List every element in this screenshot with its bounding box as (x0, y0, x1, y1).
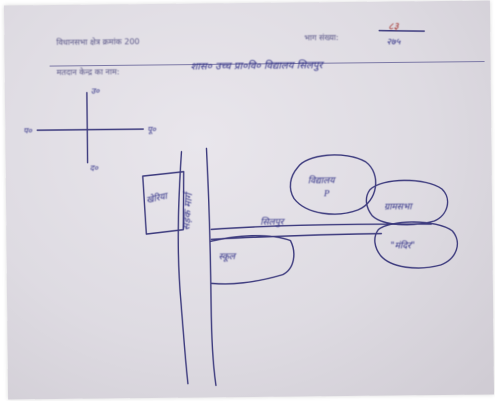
road-left-edge (177, 151, 189, 385)
polling-center-name: शास० उच्च प्रा०वि० विद्यालय सिलपुर (190, 60, 323, 73)
circle-right-outline (365, 179, 449, 226)
compass-vertical (86, 91, 89, 164)
handwritten-form-page: विधानसभा क्षेत्र क्रमांक 200 भाग संख्या:… (3, 0, 495, 400)
part-number-numerator: ८३ (388, 21, 399, 33)
village-road-label: सिलपुर (260, 217, 284, 228)
circle-top-outline (289, 154, 377, 215)
circle-top-label: विद्यालय (307, 176, 335, 187)
circle-right-label: ग्रामसभा (384, 202, 412, 213)
circle-bottom-label: "मंदिर" (390, 241, 415, 252)
center-label: मतदान केन्द्र का नाम: (56, 67, 120, 78)
compass-horizontal (36, 128, 144, 131)
form-text: विधानसभा क्षेत्र क्रमांक 200 (56, 37, 140, 48)
compass-east: पू० (147, 124, 157, 135)
circle-bottom-outline (374, 221, 459, 269)
compass-north: उ० (90, 86, 100, 96)
road-label: सड़क मार्ग (181, 192, 196, 231)
sketch-map (36, 29, 485, 387)
part-number-denominator: २७५ (386, 37, 401, 48)
lower-building (209, 235, 295, 285)
fraction-bar (378, 29, 425, 32)
path-line-lower (210, 232, 383, 241)
header-rule (49, 60, 485, 67)
compass-west: प० (23, 126, 33, 136)
lower-building-label: स्कूल (218, 252, 236, 263)
circle-top-marker: P (323, 189, 330, 199)
part-label: भाग संख्या: (304, 33, 339, 43)
left-building (142, 170, 185, 235)
compass-south: द० (89, 163, 99, 173)
road-right-edge (205, 147, 217, 387)
